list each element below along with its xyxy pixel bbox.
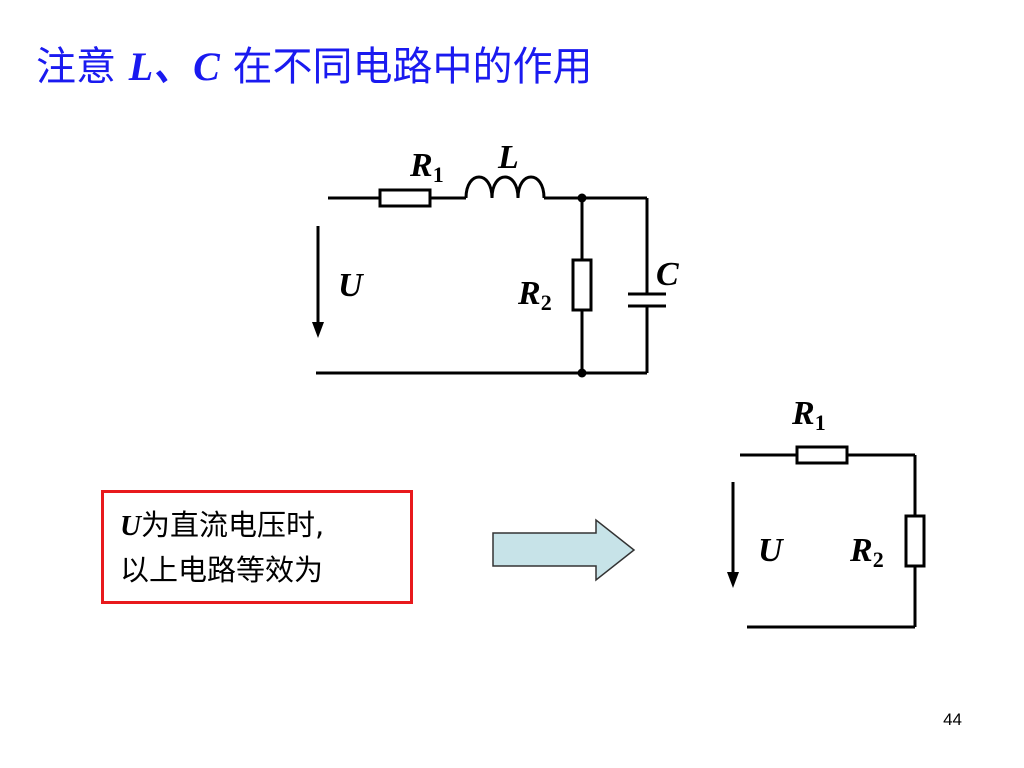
eq-u-label: U [758,532,785,569]
title-variables: L、C [128,44,220,89]
dc-condition-note: U为直流电压时, 以上电路等效为 [101,490,413,604]
arrow-shape [492,518,636,582]
resistor-r1 [378,188,432,208]
equivalent-circuit [727,445,926,629]
l-label: L [497,139,519,176]
eq-resistor-r2 [904,514,926,568]
title-suffix: 在不同电路中的作用 [219,44,593,90]
note-line-1: U为直流电压时, [120,503,410,548]
u-label: U [338,267,365,304]
junction-bottom [577,368,587,378]
resistor-r2 [571,258,593,312]
inductor-l [464,175,546,199]
eq-r1-label: R1 [791,395,826,435]
equivalence-arrow [492,518,636,582]
eq-r2-label: R2 [849,532,884,572]
note-variable: U [120,510,141,542]
voltage-arrow-head [312,322,324,338]
c-label: C [656,256,679,293]
r2-label: R2 [517,275,552,315]
r1-label: R1 [409,147,444,187]
note-line-2: 以上电路等效为 [120,553,324,587]
title-prefix: 注意 [36,44,129,90]
junction-top [577,193,587,203]
page-title: 注意 L、C 在不同电路中的作用 [36,34,593,92]
original-circuit [312,175,666,378]
note-line-1-text: 为直流电压时, [140,508,325,542]
page-number: 44 [943,710,962,729]
eq-resistor-r1 [795,445,849,465]
eq-voltage-arrow-head [727,572,739,588]
